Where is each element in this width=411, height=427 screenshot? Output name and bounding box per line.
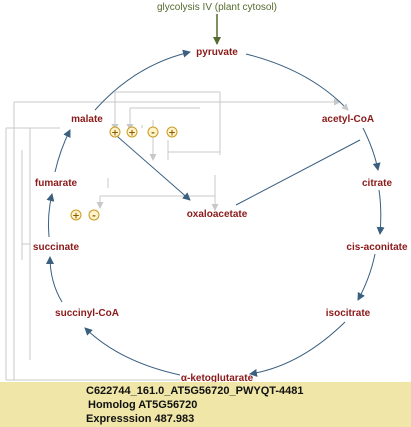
metabolite-succinyl-coa[interactable]: succinyl-CoA [55,308,119,319]
metabolite-fumarate[interactable]: fumarate [35,178,78,189]
info-gene-id: C622744_161.0_AT5G56720_PWYQT-4481 [86,385,304,397]
modifier-activator-1: + [109,126,121,139]
metabolite-acetyl-coa[interactable]: acetyl-CoA [322,114,374,125]
cycle-arrows [46,49,385,377]
modifier-inhibitor-1: - [147,126,159,139]
metabolite-oxaloacetate[interactable]: oxaloacetate [187,209,248,220]
metabolite-citrate[interactable]: citrate [362,178,392,189]
info-homolog: Homolog AT5G56720 [88,399,198,411]
modifier-activator-2: + [126,126,138,139]
svg-text:+: + [111,129,119,139]
svg-text:+: + [128,129,136,139]
metabolite-malate[interactable]: malate [71,114,103,125]
metabolite-succinate[interactable]: succinate [33,242,80,253]
modifier-inhibitor-2: - [88,209,100,222]
svg-text:-: - [92,212,96,222]
metabolite-pyruvate[interactable]: pyruvate [196,47,238,58]
modifier-activator-3: + [166,126,178,139]
svg-text:-: - [151,129,155,139]
metabolite-alpha-ketoglutarate[interactable]: α-ketoglutarate [181,373,254,384]
metabolite-isocitrate[interactable]: isocitrate [326,308,371,319]
svg-text:+: + [72,212,80,222]
regulation-lines [5,91,341,381]
info-expression: Expresssion 487.983 [86,413,195,425]
glycolysis-input-label: glycolysis IV (plant cytosol) [157,2,277,13]
svg-text:+: + [168,129,176,139]
metabolite-cis-aconitate[interactable]: cis-aconitate [346,242,408,253]
modifier-activator-4: + [70,209,82,222]
info-panel: C622744_161.0_AT5G56720_PWYQT-4481 Homol… [0,382,411,427]
